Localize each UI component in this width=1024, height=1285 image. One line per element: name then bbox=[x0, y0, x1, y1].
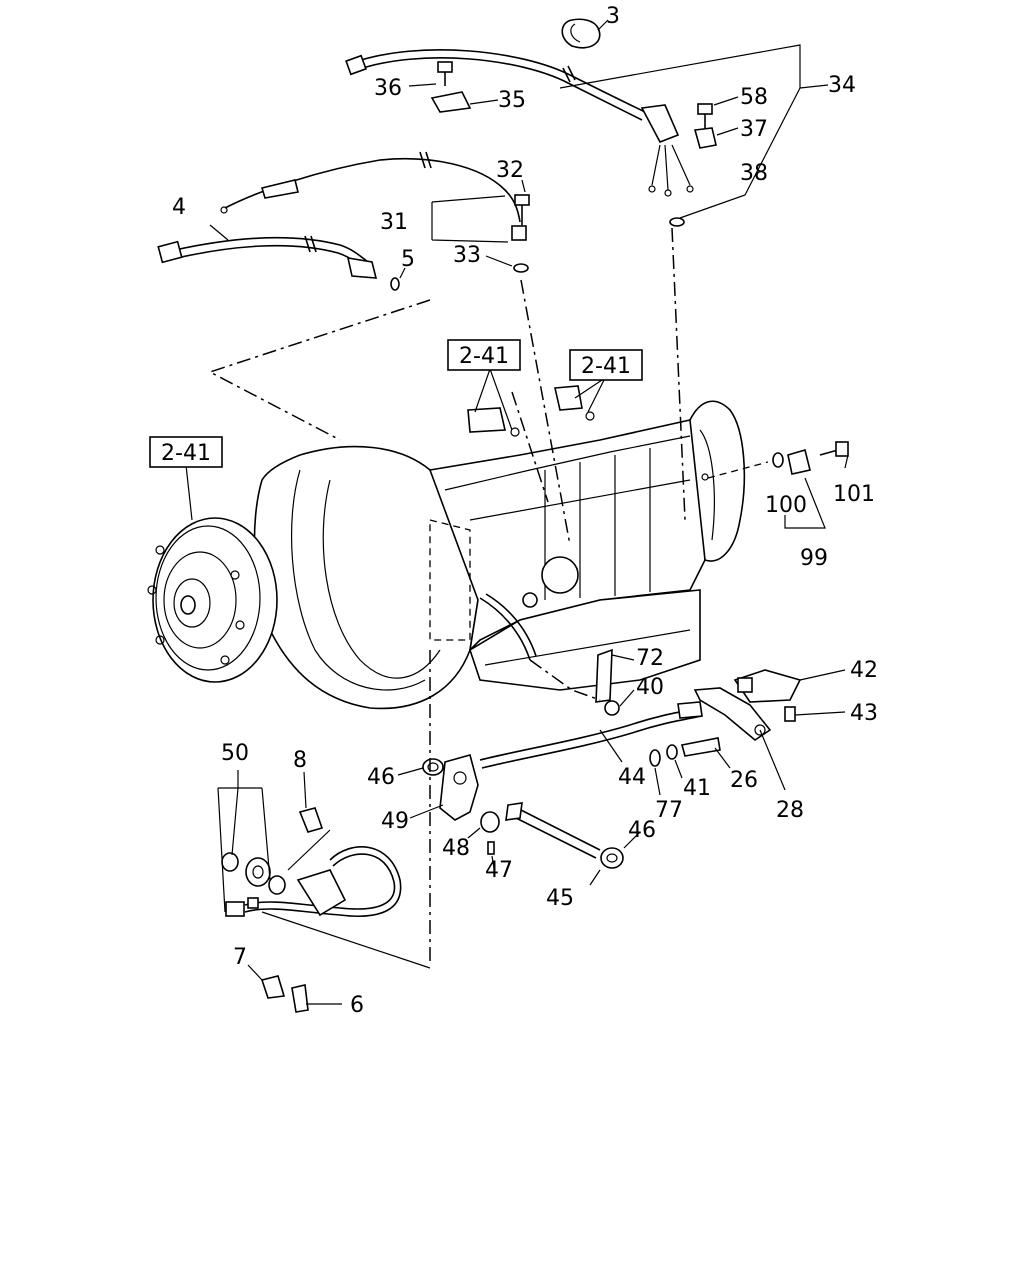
callout-41: 41 bbox=[683, 776, 711, 801]
clip-3 bbox=[561, 18, 601, 49]
ref-box-2: 2-41 bbox=[569, 349, 643, 381]
seal-46-upper bbox=[422, 758, 444, 776]
o-ring-100 bbox=[772, 452, 784, 468]
ref-box-3: 2-41 bbox=[149, 436, 223, 468]
bolt-8 bbox=[298, 807, 324, 833]
lever-72 bbox=[595, 648, 613, 703]
seal-50c bbox=[268, 875, 286, 895]
callout-48: 48 bbox=[442, 836, 470, 861]
bolt-36 bbox=[437, 61, 453, 86]
callout-101: 101 bbox=[833, 482, 875, 507]
callout-5: 5 bbox=[401, 247, 415, 272]
selector-49 bbox=[439, 754, 479, 821]
bracket-35 bbox=[430, 91, 472, 113]
callout-72: 72 bbox=[636, 646, 664, 671]
transmission-housing bbox=[253, 400, 746, 710]
callout-40: 40 bbox=[636, 675, 664, 700]
callout-58: 58 bbox=[740, 85, 768, 110]
callout-49: 49 bbox=[381, 809, 409, 834]
shift-rod-44 bbox=[479, 701, 703, 769]
cable-31 bbox=[220, 151, 527, 241]
clip-41 bbox=[666, 744, 678, 760]
nut-50a bbox=[221, 852, 239, 872]
ref-box-1: 2-41 bbox=[447, 339, 521, 371]
callout-37: 37 bbox=[740, 117, 768, 142]
linkage-rod bbox=[479, 592, 538, 661]
callout-34: 34 bbox=[828, 73, 856, 98]
harness-34 bbox=[345, 49, 694, 197]
bracket-6 bbox=[291, 984, 309, 1013]
sensor-right bbox=[554, 385, 595, 421]
callout-labels: 3 34 36 35 58 37 38 32 31 33 4 5 100 101… bbox=[172, 4, 878, 1018]
pin-47 bbox=[487, 841, 495, 855]
ref-label-2: 2-41 bbox=[581, 354, 631, 379]
bolt-7 bbox=[260, 975, 286, 999]
callout-31: 31 bbox=[380, 210, 408, 235]
nut-40 bbox=[604, 700, 620, 716]
o-ring-33 bbox=[513, 263, 529, 273]
callout-33: 33 bbox=[453, 243, 481, 268]
bolt-43 bbox=[784, 706, 796, 722]
shaft-45 bbox=[505, 802, 601, 859]
callout-32: 32 bbox=[496, 158, 524, 183]
ref-label-3: 2-41 bbox=[161, 441, 211, 466]
callout-8: 8 bbox=[293, 748, 307, 773]
callout-36: 36 bbox=[374, 76, 402, 101]
bolt-101 bbox=[819, 441, 849, 457]
callout-77: 77 bbox=[655, 798, 683, 823]
callout-38: 38 bbox=[740, 161, 768, 186]
switch-harness bbox=[225, 846, 402, 917]
bracket-42 bbox=[733, 669, 802, 703]
ref-label-1: 2-41 bbox=[459, 344, 509, 369]
callout-7: 7 bbox=[233, 945, 247, 970]
callout-44: 44 bbox=[618, 765, 646, 790]
sensor-left bbox=[467, 407, 520, 437]
cable-4 bbox=[157, 235, 378, 279]
callout-45: 45 bbox=[546, 886, 574, 911]
washer-50b bbox=[245, 857, 271, 887]
callout-46-upper: 46 bbox=[367, 765, 395, 790]
seal-46-lower bbox=[600, 847, 624, 869]
bushing-48 bbox=[480, 811, 500, 833]
callout-4: 4 bbox=[172, 195, 186, 220]
leader-lines bbox=[185, 19, 849, 1005]
callout-43: 43 bbox=[850, 701, 878, 726]
callout-50: 50 bbox=[221, 741, 249, 766]
callout-47: 47 bbox=[485, 858, 513, 883]
o-ring-5 bbox=[390, 277, 400, 291]
fitting-99 bbox=[787, 448, 811, 475]
callout-46-lower: 46 bbox=[628, 818, 656, 843]
bolt-58 bbox=[697, 103, 713, 130]
washer-77 bbox=[649, 749, 661, 767]
callout-35: 35 bbox=[498, 88, 526, 113]
guide-lines bbox=[208, 227, 769, 965]
torque-converter bbox=[147, 517, 278, 683]
clip-37 bbox=[693, 127, 717, 149]
callout-100: 100 bbox=[765, 493, 807, 518]
pin-26 bbox=[681, 737, 721, 757]
bolt-32 bbox=[514, 194, 530, 225]
callout-42: 42 bbox=[850, 658, 878, 683]
callout-99: 99 bbox=[800, 546, 828, 571]
callout-26: 26 bbox=[730, 768, 758, 793]
callout-28: 28 bbox=[776, 798, 804, 823]
callout-3: 3 bbox=[606, 4, 620, 29]
callout-6: 6 bbox=[350, 993, 364, 1018]
o-ring-38 bbox=[669, 217, 685, 227]
